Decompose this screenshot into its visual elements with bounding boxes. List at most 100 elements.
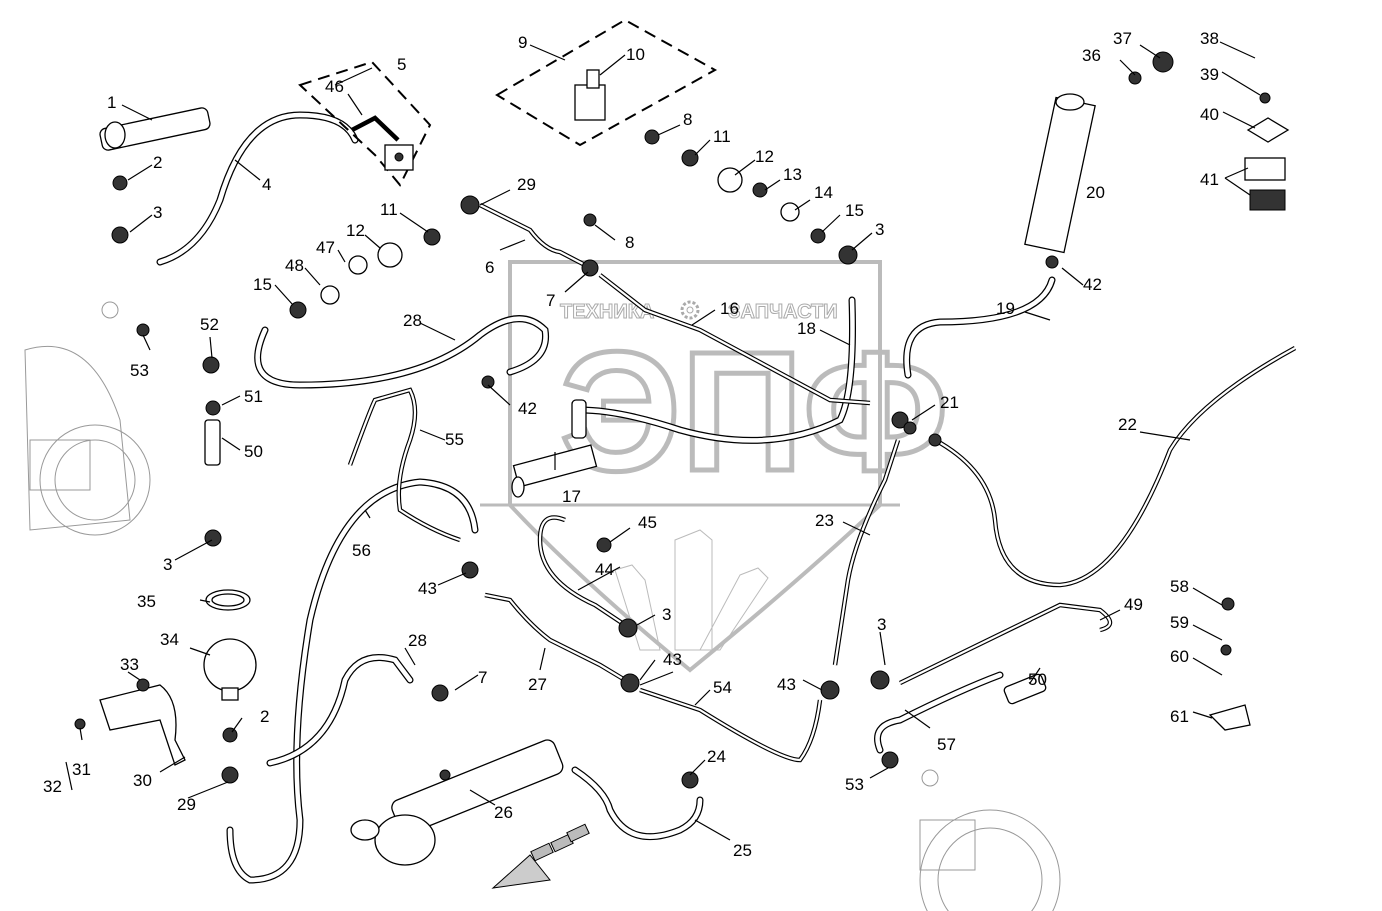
watermark-pillars <box>614 529 769 651</box>
part-50-filter <box>204 419 1047 705</box>
group-outline-5 <box>298 60 432 187</box>
callout-3e: 3 <box>877 615 886 634</box>
callout-49: 49 <box>1124 595 1143 614</box>
engine-right-ghost <box>919 769 1061 911</box>
callout-53b: 53 <box>845 775 864 794</box>
callout-3c: 3 <box>163 555 172 574</box>
callout-36: 36 <box>1082 46 1101 65</box>
callout-3b: 3 <box>875 220 884 239</box>
part-41-clamp <box>1244 157 1286 211</box>
part-26-cylinder <box>350 739 564 866</box>
callout-4: 4 <box>262 175 271 194</box>
part-61-clamp <box>1208 704 1251 731</box>
callout-3d: 3 <box>662 605 671 624</box>
callout-54: 54 <box>713 678 732 697</box>
callout-28b: 28 <box>408 631 427 650</box>
callout-45: 45 <box>638 513 657 532</box>
callout-59: 59 <box>1170 613 1189 632</box>
callout-39: 39 <box>1200 65 1219 84</box>
callout-43c: 43 <box>777 675 796 694</box>
callout-53: 53 <box>130 361 149 380</box>
callout-52: 52 <box>200 315 219 334</box>
callout-15b: 15 <box>253 275 272 294</box>
callout-58: 58 <box>1170 577 1189 596</box>
callout-37: 37 <box>1113 29 1132 48</box>
callout-42b: 42 <box>1083 275 1102 294</box>
part-30-bracket <box>99 684 186 766</box>
callout-20: 20 <box>1086 183 1105 202</box>
callout-25: 25 <box>733 841 752 860</box>
callout-17: 17 <box>562 487 581 506</box>
callout-8b: 8 <box>625 233 634 252</box>
watermark-text-left: ТЕХНИКА <box>560 301 654 323</box>
callout-40: 40 <box>1200 105 1219 124</box>
part-35-clamp <box>205 589 251 611</box>
callout-12b: 12 <box>346 221 365 240</box>
direction-arrow <box>491 823 590 889</box>
part-10-valve <box>574 69 606 121</box>
callout-18: 18 <box>797 319 816 338</box>
hose-28-upper <box>254 315 550 389</box>
callout-26: 26 <box>494 803 513 822</box>
fitting-nuts <box>74 51 1271 789</box>
callout-19: 19 <box>996 299 1015 318</box>
callout-41: 41 <box>1200 170 1219 189</box>
callout-11b: 11 <box>380 200 398 219</box>
callout-13: 13 <box>783 165 802 184</box>
callout-15: 15 <box>845 201 864 220</box>
callout-1: 1 <box>107 93 116 112</box>
callout-43: 43 <box>418 579 437 598</box>
callout-51: 51 <box>244 387 263 406</box>
callout-22: 22 <box>1118 415 1137 434</box>
callout-12: 12 <box>755 147 774 166</box>
engine-left-ghost <box>24 301 151 536</box>
pipe-23 <box>832 439 901 666</box>
callout-2: 2 <box>153 153 162 172</box>
part-46-valve <box>350 115 414 171</box>
part-1-cylinder <box>99 107 211 151</box>
hose-4 <box>156 111 359 266</box>
callout-42: 42 <box>518 399 537 418</box>
callout-33: 33 <box>120 655 139 674</box>
part-20-cylinder <box>1024 93 1096 254</box>
callout-61: 61 <box>1170 707 1189 726</box>
pipe-6-16 <box>478 202 871 406</box>
callout-16: 16 <box>720 299 739 318</box>
callout-labels: 1 2 3 4 5 46 9 10 8 11 12 13 14 15 3 29 … <box>43 29 1219 860</box>
callout-44: 44 <box>595 560 614 579</box>
callout-57: 57 <box>937 735 956 754</box>
callout-11: 11 <box>713 127 731 146</box>
callout-28: 28 <box>403 311 422 330</box>
callout-10: 10 <box>626 45 645 64</box>
callout-47: 47 <box>316 238 335 257</box>
callout-35: 35 <box>137 592 156 611</box>
hose-28-lower <box>266 654 414 767</box>
callout-46: 46 <box>325 77 344 96</box>
callout-8: 8 <box>683 110 692 129</box>
hose-25 <box>571 766 704 841</box>
callout-24: 24 <box>707 747 726 766</box>
gear-icon <box>680 300 700 320</box>
callout-56: 56 <box>352 541 371 560</box>
callout-7b: 7 <box>478 668 487 687</box>
part-34-accumulator <box>203 638 257 701</box>
hose-57 <box>874 671 1004 754</box>
callout-50: 50 <box>244 442 263 461</box>
callout-43b: 43 <box>663 650 682 669</box>
part-40-plate <box>1246 117 1290 143</box>
callout-7: 7 <box>546 291 555 310</box>
callout-55: 55 <box>445 430 464 449</box>
callout-6: 6 <box>485 258 494 277</box>
hose-19 <box>903 276 1056 379</box>
pipe-49 <box>899 602 1113 686</box>
pipe-22 <box>933 346 1297 588</box>
callout-2b: 2 <box>260 707 269 726</box>
hose-18 <box>576 296 856 444</box>
callout-27: 27 <box>528 675 547 694</box>
callout-60: 60 <box>1170 647 1189 666</box>
callout-9: 9 <box>518 33 527 52</box>
callout-30: 30 <box>133 771 152 790</box>
pipe-44 <box>537 515 627 627</box>
callout-29: 29 <box>517 175 536 194</box>
pipe-55 <box>347 387 461 543</box>
